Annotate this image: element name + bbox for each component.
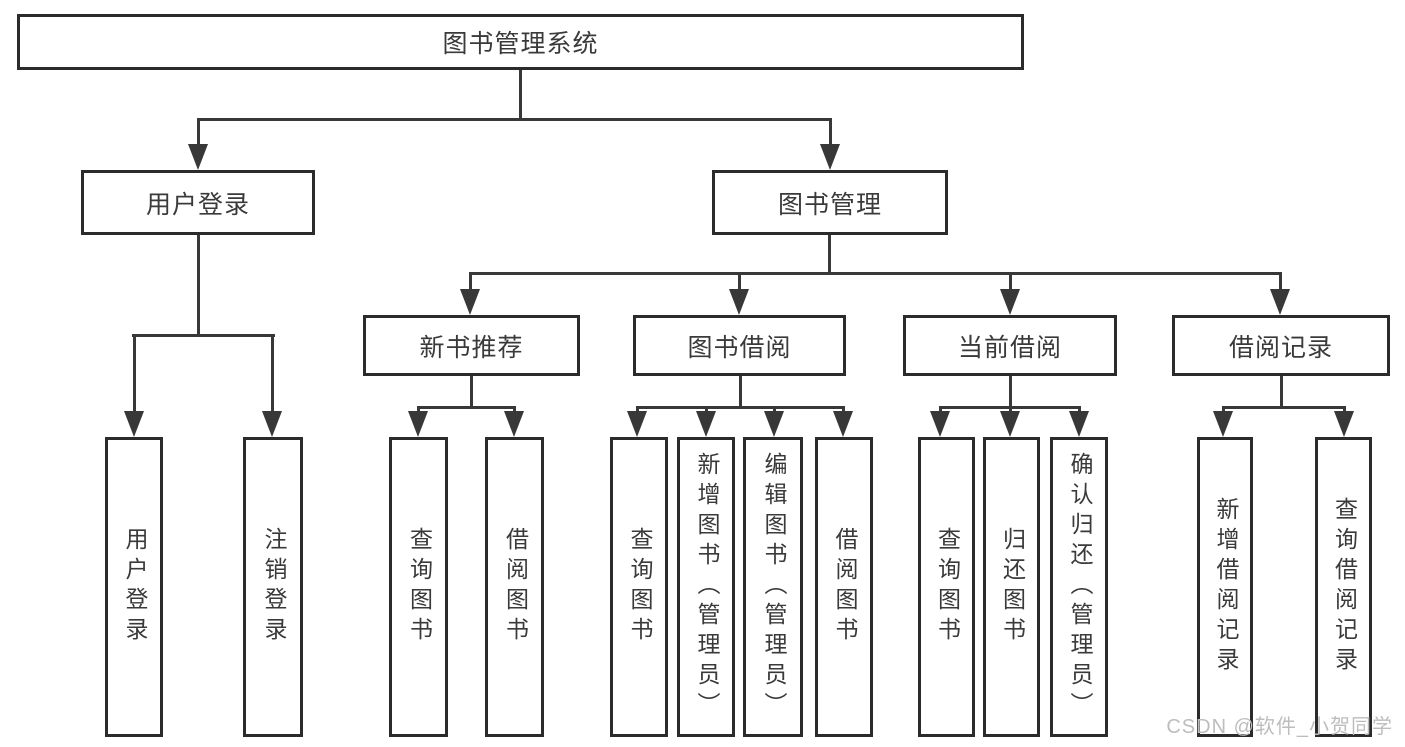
- node-user-login: 用户登录: [81, 170, 315, 235]
- node-user-login-leaf: 用户登录: [105, 437, 163, 737]
- node-label: 编辑图书（管理员）: [760, 452, 787, 722]
- arrowhead-down-icon: [833, 411, 853, 437]
- node-label: 查询图书: [626, 527, 653, 647]
- node-add-book-admin: 新增图书（管理员）: [677, 437, 735, 737]
- node-borrow-books-recommend: 借阅图书: [485, 437, 544, 737]
- arrowhead-down-icon: [627, 411, 647, 437]
- node-query-books-borrowing: 查询图书: [610, 437, 668, 737]
- arrowhead-down-icon: [460, 289, 480, 315]
- arrowhead-down-icon: [1000, 411, 1020, 437]
- connector-user-login-rail: [132, 334, 275, 337]
- node-label: 借阅图书: [831, 527, 858, 647]
- connector-stem: [197, 118, 200, 147]
- watermark: CSDN @软件_小贺同学: [1166, 716, 1393, 738]
- connector-stem: [939, 406, 942, 413]
- arrowhead-down-icon: [1270, 289, 1290, 315]
- connector-group-drop: [739, 376, 742, 408]
- connector-level2-rail: [197, 118, 832, 121]
- node-label: 用户登录: [121, 527, 148, 647]
- connector-stem: [842, 406, 845, 413]
- connector-stem: [636, 406, 639, 413]
- node-logout: 注销登录: [243, 437, 303, 737]
- connector-stem: [1222, 406, 1225, 413]
- node-label: 注销登录: [260, 527, 287, 647]
- arrowhead-down-icon: [188, 144, 208, 170]
- node-query-books-recommend: 查询图书: [389, 437, 448, 737]
- connector-group-rail: [636, 406, 845, 409]
- arrowhead-down-icon: [262, 411, 282, 437]
- node-borrow-books: 借阅图书: [815, 437, 873, 737]
- connector-stem: [1009, 272, 1012, 292]
- node-book-management: 图书管理: [712, 170, 948, 235]
- connector-stem: [417, 406, 420, 413]
- node-label: 新增借阅记录: [1212, 497, 1239, 677]
- connector-stem: [1343, 406, 1346, 413]
- connector-stem: [133, 334, 136, 414]
- connector-group-drop: [1280, 376, 1283, 408]
- arrowhead-down-icon: [408, 411, 428, 437]
- connector-stem: [469, 272, 472, 292]
- node-new-book-recommendation: 新书推荐: [363, 315, 580, 376]
- arrowhead-down-icon: [1069, 411, 1089, 437]
- node-label: 查询图书: [934, 527, 961, 647]
- connector-stem: [1279, 272, 1282, 292]
- connector-stem: [738, 272, 741, 292]
- connector-stem: [829, 118, 832, 147]
- connector-stem: [1009, 406, 1012, 413]
- arrowhead-down-icon: [764, 411, 784, 437]
- connector-group-rail: [417, 406, 516, 409]
- node-edit-book-admin: 编辑图书（管理员）: [743, 437, 803, 737]
- arrowhead-down-icon: [1334, 411, 1354, 437]
- arrowhead-down-icon: [124, 411, 144, 437]
- connector-root-drop: [519, 70, 522, 120]
- node-label: 查询图书: [406, 527, 433, 647]
- node-label: 归还图书: [999, 527, 1026, 647]
- connector-stem: [271, 334, 274, 414]
- connector-level3-rail: [469, 272, 1282, 275]
- node-label: 借阅图书: [502, 527, 529, 647]
- connector-user-login-drop: [197, 235, 200, 336]
- connector-book-mgmt-drop: [828, 235, 831, 274]
- node-label: 新增图书（管理员）: [693, 452, 720, 722]
- node-confirm-return-admin: 确认归还（管理员）: [1050, 437, 1108, 737]
- connector-stem: [1078, 406, 1081, 413]
- node-library-system: 图书管理系统: [17, 14, 1024, 70]
- node-query-borrow-record: 查询借阅记录: [1315, 437, 1372, 737]
- connector-stem: [513, 406, 516, 413]
- node-label: 查询借阅记录: [1331, 497, 1358, 677]
- arrowhead-down-icon: [504, 411, 524, 437]
- node-return-books: 归还图书: [983, 437, 1040, 737]
- node-current-borrowing: 当前借阅: [903, 315, 1117, 376]
- arrowhead-down-icon: [729, 289, 749, 315]
- node-query-books-current: 查询图书: [918, 437, 975, 737]
- connector-group-rail: [1222, 406, 1346, 409]
- arrowhead-down-icon: [820, 144, 840, 170]
- node-borrowing-records: 借阅记录: [1172, 315, 1390, 376]
- connector-stem: [705, 406, 708, 413]
- connector-stem: [773, 406, 776, 413]
- node-book-borrowing: 图书借阅: [633, 315, 846, 376]
- arrowhead-down-icon: [930, 411, 950, 437]
- node-add-borrow-record: 新增借阅记录: [1197, 437, 1253, 737]
- arrowhead-down-icon: [696, 411, 716, 437]
- arrowhead-down-icon: [1000, 289, 1020, 315]
- connector-group-drop: [470, 376, 473, 408]
- arrowhead-down-icon: [1213, 411, 1233, 437]
- node-label: 确认归还（管理员）: [1066, 452, 1093, 722]
- connector-group-drop: [1009, 376, 1012, 408]
